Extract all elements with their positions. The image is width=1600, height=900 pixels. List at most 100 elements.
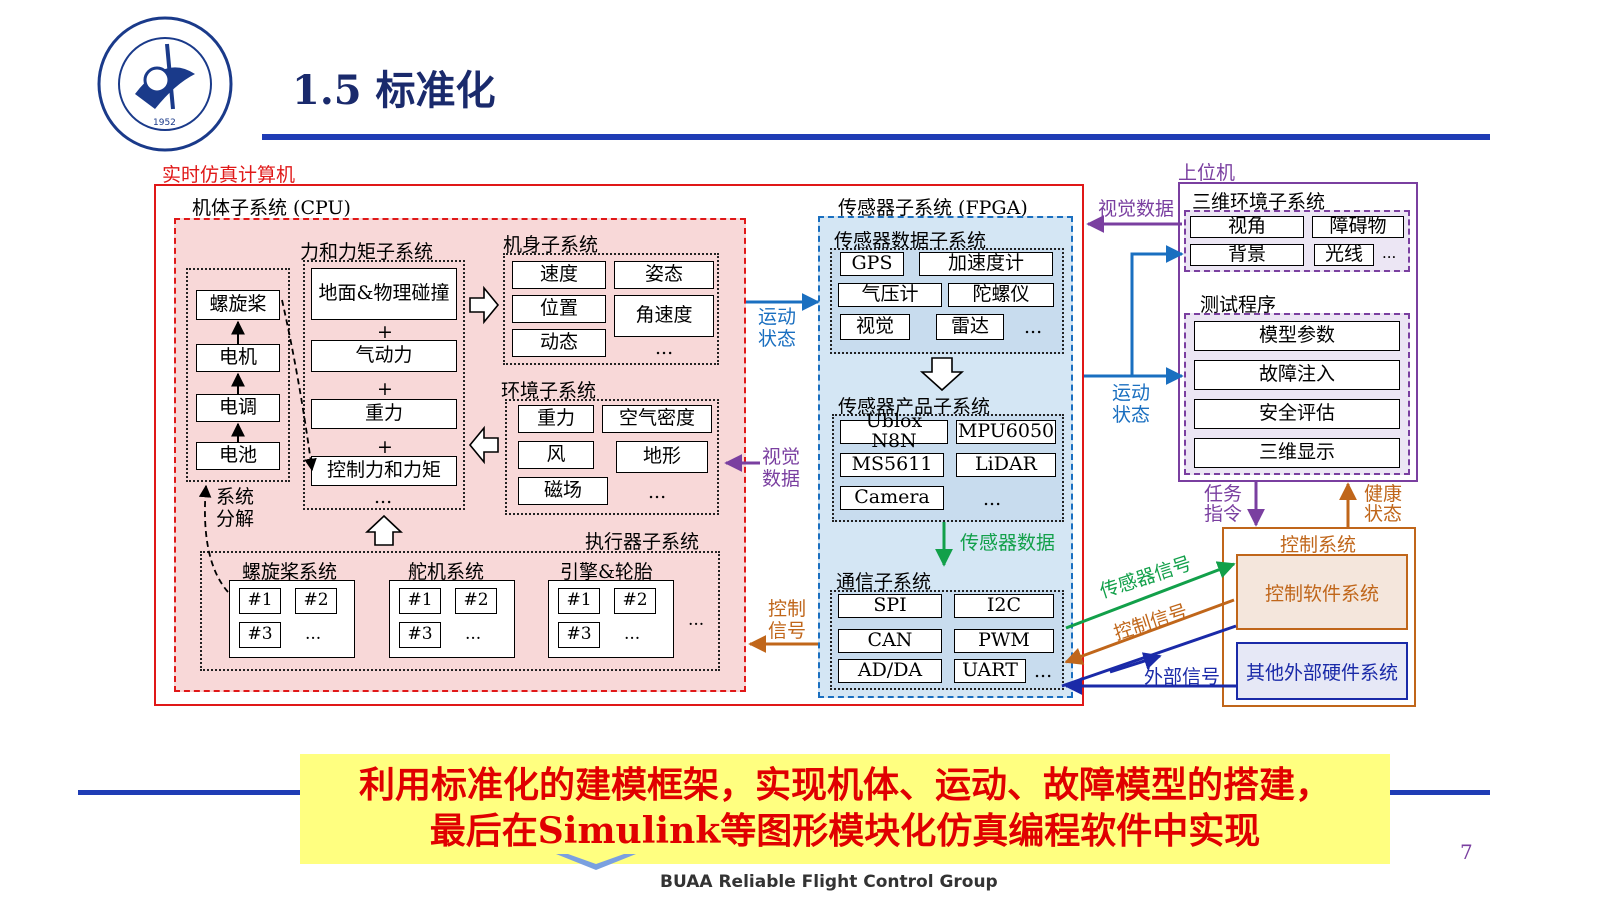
force-to-airframe-block-arrow (469, 285, 500, 325)
engine-system-label: 引擎&轮胎 (560, 561, 653, 583)
attitude-box: 姿态 (614, 261, 714, 289)
env-gravity-box: 重力 (518, 405, 594, 433)
title-divider (262, 134, 1490, 140)
safety-eval-box: 安全评估 (1194, 399, 1400, 429)
control-system-label: 控制系统 (1280, 534, 1357, 556)
summary-line-2: 最后在Simulink等图形模块化仿真编程软件中实现 (429, 810, 1261, 852)
control-system-frame (1222, 527, 1416, 707)
sensor-signal-arrow (1065, 561, 1236, 630)
ground-collision-box: 地面&物理碰撞 (311, 268, 457, 320)
env3d-ellipsis: ... (1382, 244, 1397, 262)
sensor-product-ellipsis: ... (983, 488, 1002, 510)
position-box: 位置 (512, 295, 606, 323)
fault-injection-box: 故障注入 (1194, 360, 1400, 390)
air-density-box: 空气密度 (602, 405, 712, 433)
logo-year: 1952 (153, 118, 176, 128)
esc-box: 电调 (196, 394, 280, 422)
servo-slot-3: #3 (399, 622, 441, 648)
control-force-box: 控制力和力矩 (311, 456, 457, 486)
host-computer-label: 上位机 (1178, 162, 1236, 184)
plus-3: + (377, 436, 393, 458)
visual-data-label-2: 视觉 数据 (762, 446, 801, 490)
actuator-subsystem-label: 执行器子系统 (585, 531, 700, 553)
task-command-label: 任务 指令 (1204, 483, 1243, 525)
engine-slot-more: ... (624, 624, 641, 644)
servo-slot-more: ... (465, 624, 482, 644)
terrain-box: 地形 (616, 441, 708, 473)
health-state-label: 健康 状态 (1364, 483, 1403, 525)
comm-ellipsis: ... (1034, 660, 1053, 682)
plus-2: + (377, 378, 393, 400)
propeller-slot-2: #2 (295, 588, 337, 614)
airframe-ellipsis: ... (655, 337, 674, 359)
actuator-ellipsis: ... (688, 610, 705, 630)
propeller-box: 螺旋桨 (196, 290, 280, 320)
test-program-label: 测试程序 (1200, 294, 1277, 316)
comm-subsystem-label: 通信子系统 (836, 571, 932, 593)
can-box: CAN (838, 629, 942, 653)
adda-box: AD/DA (838, 659, 942, 683)
propeller-slot-1: #1 (239, 588, 281, 614)
environment-ellipsis: ... (648, 481, 667, 503)
control-signal-arrow (1064, 598, 1235, 665)
footer-chevron-icon (556, 854, 636, 872)
barometer-box: 气压计 (838, 283, 942, 307)
accelerometer-box: 加速度计 (919, 252, 1053, 276)
vision-box: 视觉 (840, 314, 910, 340)
sensor-data-label: 传感器数据子系统 (834, 230, 987, 252)
realtime-computer-label: 实时仿真计算机 (162, 164, 296, 186)
propeller-slot-3: #3 (239, 622, 281, 648)
camera-box: Camera (840, 486, 944, 510)
gyroscope-box: 陀螺仪 (948, 283, 1054, 307)
engine-slot-2: #2 (614, 588, 656, 614)
environment-subsystem-frame (505, 399, 719, 515)
lighting-box: 光线 (1314, 244, 1374, 266)
host-computer-frame (1178, 182, 1418, 482)
realtime-computer-frame (154, 184, 1084, 706)
ms5611-box: MS5611 (840, 453, 944, 477)
external-hardware-box: 其他外部硬件系统 (1236, 642, 1408, 700)
display-3d-box: 三维显示 (1194, 438, 1400, 468)
summary-banner: 利用标准化的建模框架，实现机体、运动、故障模型的搭建， 最后在Simulink等… (300, 754, 1390, 864)
powertrain-group (186, 268, 290, 482)
decompose-label: 系统 分解 (216, 486, 255, 530)
gps-box: GPS (840, 252, 904, 276)
env3d-label: 三维环境子系统 (1192, 191, 1326, 213)
force-ellipsis: ... (374, 486, 393, 508)
propeller-to-control-dashed (281, 299, 317, 472)
control-signal-label-1: 控制 信号 (768, 598, 807, 642)
body-subsystem-label: 机体子系统 (CPU) (192, 197, 351, 219)
external-signal-arrow-1 (1061, 624, 1237, 688)
pwm-box: PWM (954, 629, 1054, 653)
battery-box: 电池 (196, 442, 280, 470)
velocity-box: 速度 (512, 261, 606, 289)
university-logo: 1952 (95, 14, 235, 154)
lidar-box: LiDAR (956, 453, 1056, 477)
model-params-box: 模型参数 (1194, 321, 1400, 351)
aero-force-box: 气动力 (311, 340, 457, 372)
servo-system-label: 舵机系统 (408, 561, 485, 583)
uart-box: UART (954, 659, 1026, 683)
radar-box: 雷达 (936, 314, 1004, 340)
spi-box: SPI (838, 594, 942, 618)
motion-state-label-2: 运动 状态 (1112, 382, 1151, 426)
summary-line-1: 利用标准化的建模框架，实现机体、运动、故障模型的搭建， (358, 764, 1331, 806)
background-box: 背景 (1190, 244, 1304, 266)
sensor-product-label: 传感器产品子系统 (838, 396, 991, 418)
environment-subsystem-label: 环境子系统 (501, 380, 597, 402)
engine-slot-3: #3 (558, 622, 600, 648)
footer-text: BUAA Reliable Flight Control Group (660, 872, 998, 892)
gravity-force-box: 重力 (311, 399, 457, 429)
sensor-data-ellipsis: ... (1024, 316, 1043, 338)
page-title: 1.5 标准化 (292, 67, 496, 114)
obstacle-box: 障碍物 (1312, 216, 1404, 238)
sensor-to-host-motion-arrow (1084, 245, 1184, 378)
mpu6050-box: MPU6050 (956, 420, 1056, 444)
motor-box: 电机 (196, 344, 280, 372)
servo-slot-1: #1 (399, 588, 441, 614)
view-angle-box: 视角 (1190, 216, 1304, 238)
decompose-dashed-arrow (198, 484, 229, 593)
plus-1: + (377, 321, 393, 343)
force-subsystem-frame (303, 260, 465, 510)
